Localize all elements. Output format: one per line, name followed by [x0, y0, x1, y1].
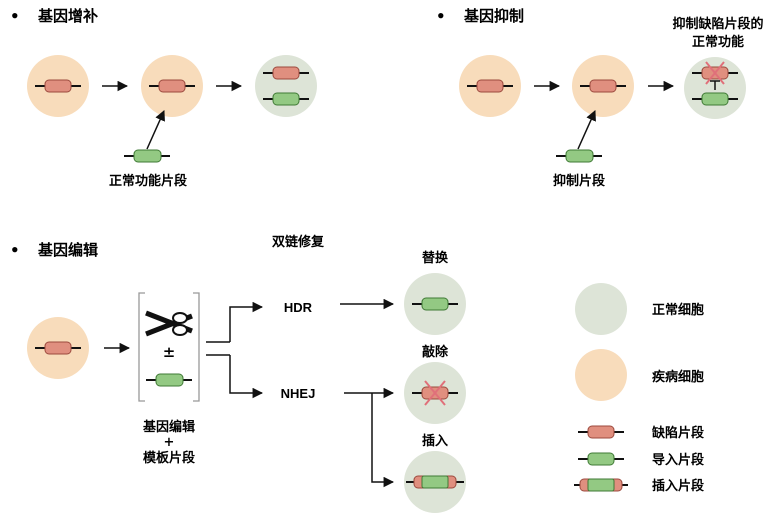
legend-defect-fragment-label: 缺陷片段	[651, 425, 704, 441]
defect-fragment	[35, 79, 81, 93]
arrow	[577, 110, 596, 150]
defect-fragment	[467, 79, 513, 93]
suppress-bullet: •	[436, 7, 446, 25]
nhej-label: NHEJ	[281, 386, 316, 401]
editing-section: • 基因编辑 双链修复 ± 基因编辑 + 模板片段	[10, 234, 466, 513]
insert-fragment	[406, 475, 464, 489]
suppress-section: • 基因抑制 抑制片段	[436, 7, 764, 189]
legend: 正常细胞 疾病细胞 缺陷片段 导入片段 插入片段	[574, 283, 704, 494]
legend-import-fragment-label: 导入片段	[652, 452, 704, 468]
suppress-result-label-line1: 抑制缺陷片段的	[672, 16, 763, 32]
defect-fragment	[580, 79, 626, 93]
suppress-fragment-label: 抑制片段	[553, 173, 605, 189]
import-fragment	[263, 92, 309, 106]
legend-insert-fragment-swatch	[574, 478, 628, 492]
arrow-to-insert	[371, 393, 395, 488]
insert-label: 插入	[422, 433, 448, 449]
scissors-icon	[145, 310, 193, 337]
plus-minus-symbol: ±	[163, 343, 176, 361]
repair-title: 双链修复	[272, 234, 325, 250]
arrow-to-hdr	[229, 301, 264, 342]
defect-fragment	[263, 66, 309, 80]
arrow-to-nhej	[229, 355, 264, 399]
legend-diseased-cell-label: 疾病细胞	[652, 369, 704, 385]
suppress-result-label-line2: 正常功能	[692, 34, 744, 50]
defect-fragment	[149, 79, 195, 93]
augment-section: • 基因增补 正常功能片段	[10, 7, 317, 189]
defect-fragment-crossed	[692, 61, 738, 85]
replace-label: 替换	[422, 250, 449, 266]
augment-fragment-label: 正常功能片段	[109, 173, 187, 189]
knockout-label: 敲除	[422, 344, 449, 360]
legend-insert-fragment-label: 插入片段	[652, 478, 704, 494]
editing-bullet: •	[10, 241, 20, 259]
legend-diseased-cell-swatch	[575, 349, 627, 401]
legend-normal-cell-swatch	[575, 283, 627, 335]
normal-cell	[255, 55, 317, 117]
legend-import-fragment-swatch	[578, 452, 624, 466]
suppress-title: 基因抑制	[463, 7, 524, 25]
legend-defect-fragment-swatch	[578, 425, 624, 439]
defect-fragment	[35, 341, 81, 355]
inhibition-mark	[710, 80, 720, 90]
editing-title: 基因编辑	[37, 241, 98, 259]
import-fragment	[412, 297, 458, 311]
defect-fragment-crossed	[412, 380, 458, 406]
hdr-label: HDR	[284, 300, 313, 315]
legend-normal-cell-label: 正常细胞	[652, 302, 704, 318]
tool-label-line3: 模板片段	[143, 450, 195, 466]
tool-label-line1: 基因编辑	[142, 419, 195, 435]
editing-tool-bracket	[138, 292, 200, 402]
suppress-fragment	[692, 92, 738, 106]
suppress-fragment	[556, 149, 602, 163]
arrow	[146, 110, 165, 150]
template-fragment	[146, 373, 192, 387]
augment-title: 基因增补	[37, 7, 98, 25]
import-fragment	[124, 149, 170, 163]
tool-label-line2: +	[164, 435, 175, 450]
augment-bullet: •	[10, 7, 20, 25]
